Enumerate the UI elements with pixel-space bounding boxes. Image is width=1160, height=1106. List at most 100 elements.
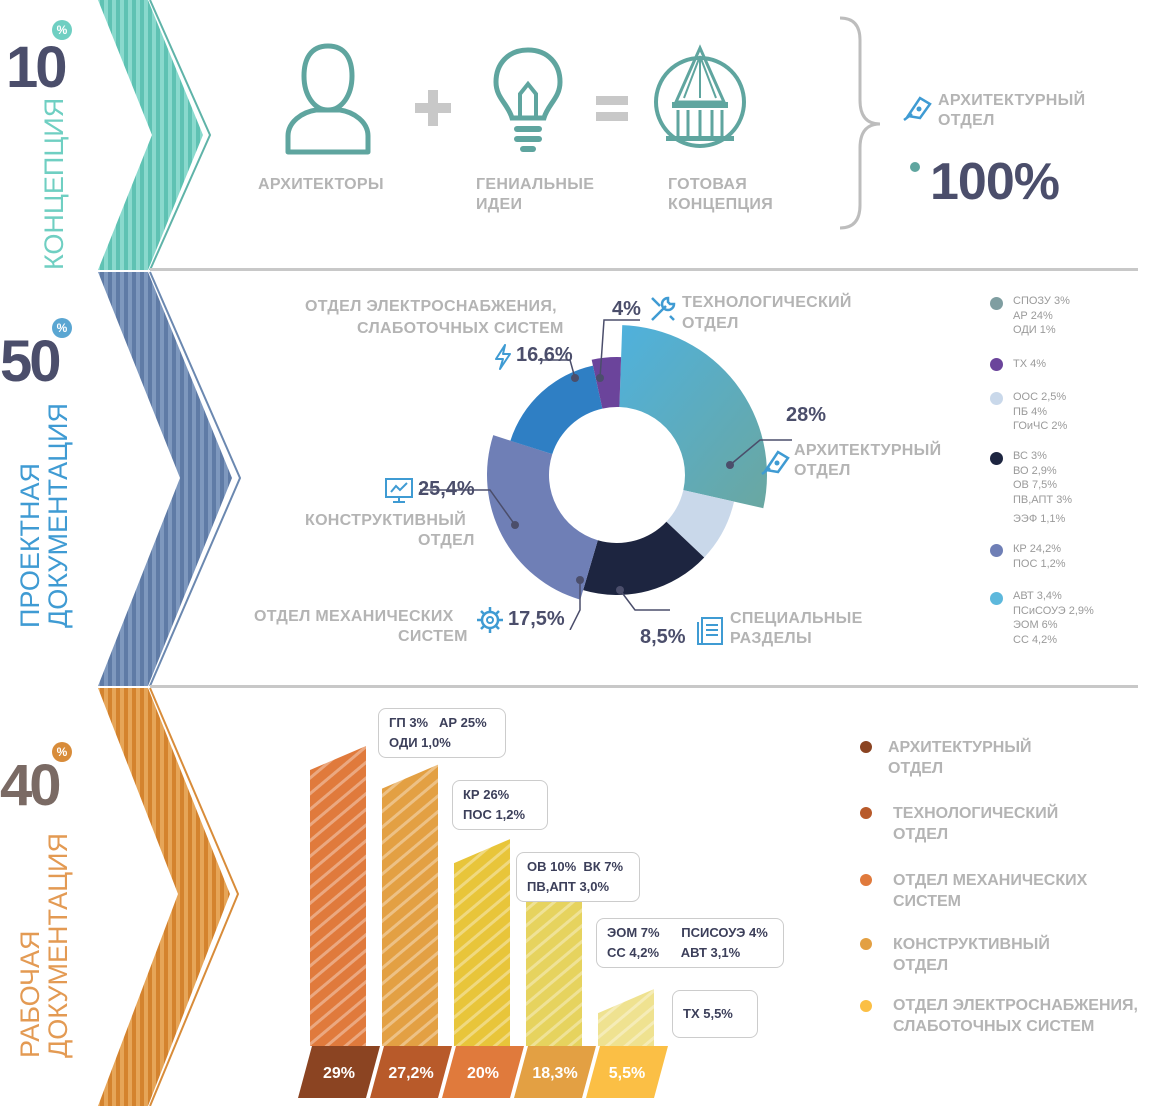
donut-leader-1	[619, 589, 670, 611]
project-chevron	[98, 272, 232, 686]
pen-nib-icon-arch	[761, 450, 790, 475]
stage-working-label-line1: РАБОЧАЯ	[15, 930, 45, 1058]
donut-label-mech-line2: СИСТЕМ	[398, 628, 468, 645]
donut-leader-3	[420, 489, 516, 526]
stage-concept-label: КОНЦЕПЦИЯ	[39, 97, 69, 270]
bar-base-3	[514, 1046, 596, 1098]
bar-bubble-0: ГП 3% АР 25% ОДИ 1,0%	[378, 708, 506, 758]
project-legend-text-0: СПОЗУ 3% АР 24% ОДИ 1%	[1013, 295, 1070, 337]
bar-base-2	[442, 1046, 524, 1098]
gear-icon	[477, 607, 503, 633]
project-legend-dot-0	[990, 297, 1003, 310]
donut-leader-5	[599, 319, 640, 379]
donut-value-arch: 28%	[786, 404, 827, 426]
donut-label-arch-line1: АРХИТЕКТУРНЫЙ	[794, 442, 942, 459]
bar-3	[526, 856, 582, 1046]
concept-dept-line2: ОТДЕЛ	[938, 112, 995, 129]
donut-leader-0	[729, 439, 792, 466]
bar-chart: 29% 27,2% 20% 18,3% 5,5%	[298, 746, 668, 1098]
concept-ideas-label-line1: ГЕНИАЛЬНЫЕ	[476, 176, 595, 193]
brace	[839, 16, 881, 230]
donut-value-tech: 4%	[612, 298, 641, 320]
donut-slice-5	[591, 357, 622, 409]
donut-slice-4	[510, 365, 603, 455]
project-legend-text-5: КР 24,2% ПОС 1,2%	[1013, 543, 1066, 570]
project-legend-text-6: АВТ 3,4% ПСиСОУЭ 2,9% ЭОМ 6% СС 4,2%	[1013, 590, 1094, 646]
bar-4	[598, 989, 654, 1046]
donut-leader-2	[569, 580, 581, 630]
bar-bubble-1: КР 26% ПОС 1,2%	[452, 780, 548, 830]
bar-base-1	[370, 1046, 452, 1098]
bar-base-4	[586, 1046, 668, 1098]
working-legend-dot-0	[860, 741, 872, 753]
bar-value-label-4: 5,5%	[609, 1065, 645, 1082]
stage-working-number: 40	[0, 753, 61, 818]
lightbulb-icon	[493, 47, 563, 152]
lightning-icon	[495, 344, 511, 370]
equals-icon	[596, 96, 628, 121]
bar-2	[454, 839, 510, 1046]
donut-label-arch-line2: ОТДЕЛ	[794, 462, 851, 479]
concept-dept-line1: АРХИТЕКТУРНЫЙ	[938, 92, 1086, 109]
concept-percent-value: 100%	[930, 153, 1060, 211]
working-legend-dot-1	[860, 807, 872, 819]
donut-value-constr: 25,4%	[418, 478, 475, 500]
project-legend-dot-2	[990, 392, 1003, 405]
donut-label-special-line1: СПЕЦИАЛЬНЫЕ	[730, 610, 863, 627]
stage-concept-percent-badge: %	[52, 20, 72, 40]
document-icon	[697, 617, 723, 645]
working-legend-text-2: ОТДЕЛ МЕХАНИЧЕСКИХ СИСТЕМ	[893, 872, 1088, 910]
stage-project-percent-badge: %	[52, 318, 72, 338]
tools-icon	[651, 296, 676, 321]
presentation-icon	[385, 478, 413, 503]
project-legend-dot-5	[990, 544, 1003, 557]
donut-slice-1	[666, 490, 735, 558]
bar-value-label-1: 27,2%	[388, 1065, 433, 1082]
bar-value-label-3: 18,3%	[532, 1065, 577, 1082]
concept-architects-label: АРХИТЕКТОРЫ	[258, 176, 384, 193]
stage-working-percent-badge: %	[52, 742, 72, 762]
working-legend-text-4: ОТДЕЛ ЭЛЕКТРОСНАБЖЕНИЯ, СЛАБОТОЧНЫХ СИСТ…	[893, 997, 1138, 1035]
donut-leader-4	[538, 359, 576, 379]
donut-label-electric-line1: ОТДЕЛ ЭЛЕКТРОСНАБЖЕНИЯ,	[305, 298, 557, 315]
donut-label-tech-line1: ТЕХНОЛОГИЧЕСКИЙ	[682, 294, 852, 311]
donut-leader-dot-4	[571, 374, 579, 382]
stage-concept-number: 10	[6, 35, 67, 100]
project-legend-text-4: ЭЭФ 1,1%	[1013, 513, 1066, 525]
concept-result-label-line2: КОНЦЕПЦИЯ	[668, 196, 774, 213]
working-chevron	[98, 688, 230, 1106]
donut-label-constr-line2: ОТДЕЛ	[418, 532, 475, 549]
bar-value-label-2: 20%	[467, 1065, 499, 1082]
bar-value-label-0: 29%	[323, 1065, 355, 1082]
project-legend-dot-6	[990, 592, 1003, 605]
pen-nib-icon	[903, 96, 932, 121]
building-icon	[654, 44, 746, 148]
donut-chart	[420, 319, 792, 630]
donut-leader-dot-5	[596, 374, 604, 382]
project-legend-text-3: ВС 3% ВО 2,9% ОВ 7,5% ПВ,АПТ 3%	[1013, 450, 1073, 506]
bar-bubble-2: ОВ 10% ВК 7% ПВ,АПТ 3,0%	[516, 852, 640, 902]
person-icon	[285, 43, 371, 155]
working-legend-text-0: АРХИТЕКТУРНЫЙ ОТДЕЛ	[888, 739, 1032, 777]
donut-slice-3	[487, 435, 598, 600]
stage-project-label-line1: ПРОЕКТНАЯ	[15, 462, 45, 628]
stage-working-label-line2: ДОКУМЕНТАЦИЯ	[43, 833, 73, 1058]
donut-leader-dot-1	[616, 586, 624, 594]
project-legend-text-2: ООС 2,5% ПБ 4% ГОиЧС 2%	[1013, 391, 1068, 433]
plus-icon	[415, 90, 451, 126]
bar-0	[310, 746, 366, 1046]
working-legend-dot-4	[860, 1000, 872, 1012]
project-legend-dot-1	[990, 358, 1003, 371]
concept-dot	[910, 162, 920, 172]
project-legend-dot-3	[990, 452, 1003, 465]
donut-leader-dot-2	[576, 576, 584, 584]
donut-value-mech: 17,5%	[508, 608, 565, 630]
donut-label-mech-line1: ОТДЕЛ МЕХАНИЧЕСКИХ	[254, 608, 454, 625]
donut-label-electric-line2: СЛАБОТОЧНЫХ СИСТЕМ	[357, 320, 564, 337]
donut-label-special-line2: РАЗДЕЛЫ	[730, 630, 812, 647]
donut-leader-dot-3	[511, 521, 519, 529]
bar-1	[382, 764, 438, 1046]
bar-base-0	[298, 1046, 380, 1098]
concept-ideas-label-line2: ИДЕИ	[476, 196, 523, 213]
